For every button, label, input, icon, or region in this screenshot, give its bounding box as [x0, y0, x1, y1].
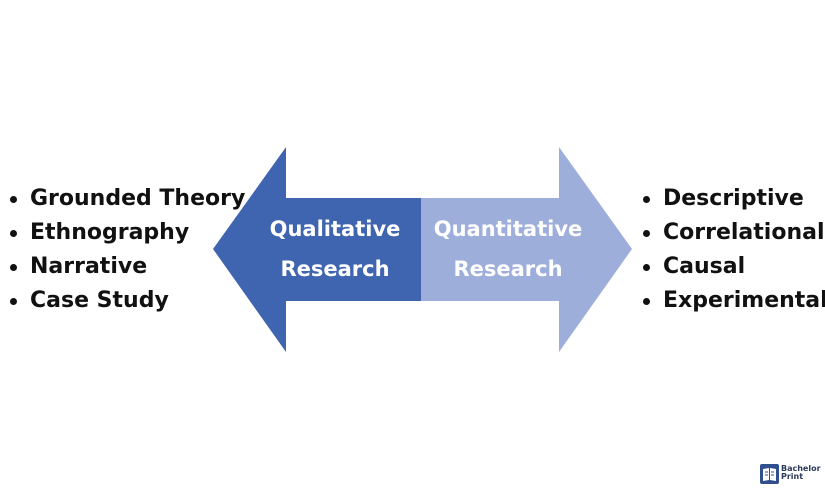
list-item-correlational: Correlational: [640, 216, 825, 250]
qualitative-label-line1: Qualitative: [270, 217, 401, 241]
qualitative-arrow: [213, 147, 421, 352]
quantitative-methods-list: Descriptive Correlational Causal Experim…: [640, 182, 825, 318]
quantitative-arrow: [421, 147, 632, 352]
logo-line1: Bachelor: [781, 464, 821, 473]
list-item-causal: Causal: [640, 250, 825, 284]
list-item-narrative: Narrative: [7, 250, 245, 284]
quantitative-label-line1: Quantitative: [434, 217, 583, 241]
list-item-case-study: Case Study: [7, 284, 245, 318]
bachelorprint-logo: Bachelor Print: [760, 463, 821, 485]
list-item-grounded-theory: Grounded Theory: [7, 182, 245, 216]
logo-line2: Print: [781, 472, 804, 481]
list-item-experimental: Experimental: [640, 284, 825, 318]
quantitative-label-line2: Research: [453, 257, 562, 281]
logo-wordmark: Bachelor Print: [781, 465, 821, 481]
list-item-ethnography: Ethnography: [7, 216, 245, 250]
qualitative-label-line2: Research: [280, 257, 389, 281]
qualitative-methods-list: Grounded Theory Ethnography Narrative Ca…: [7, 182, 245, 318]
list-item-descriptive: Descriptive: [640, 182, 825, 216]
book-logo-icon: [760, 464, 779, 484]
